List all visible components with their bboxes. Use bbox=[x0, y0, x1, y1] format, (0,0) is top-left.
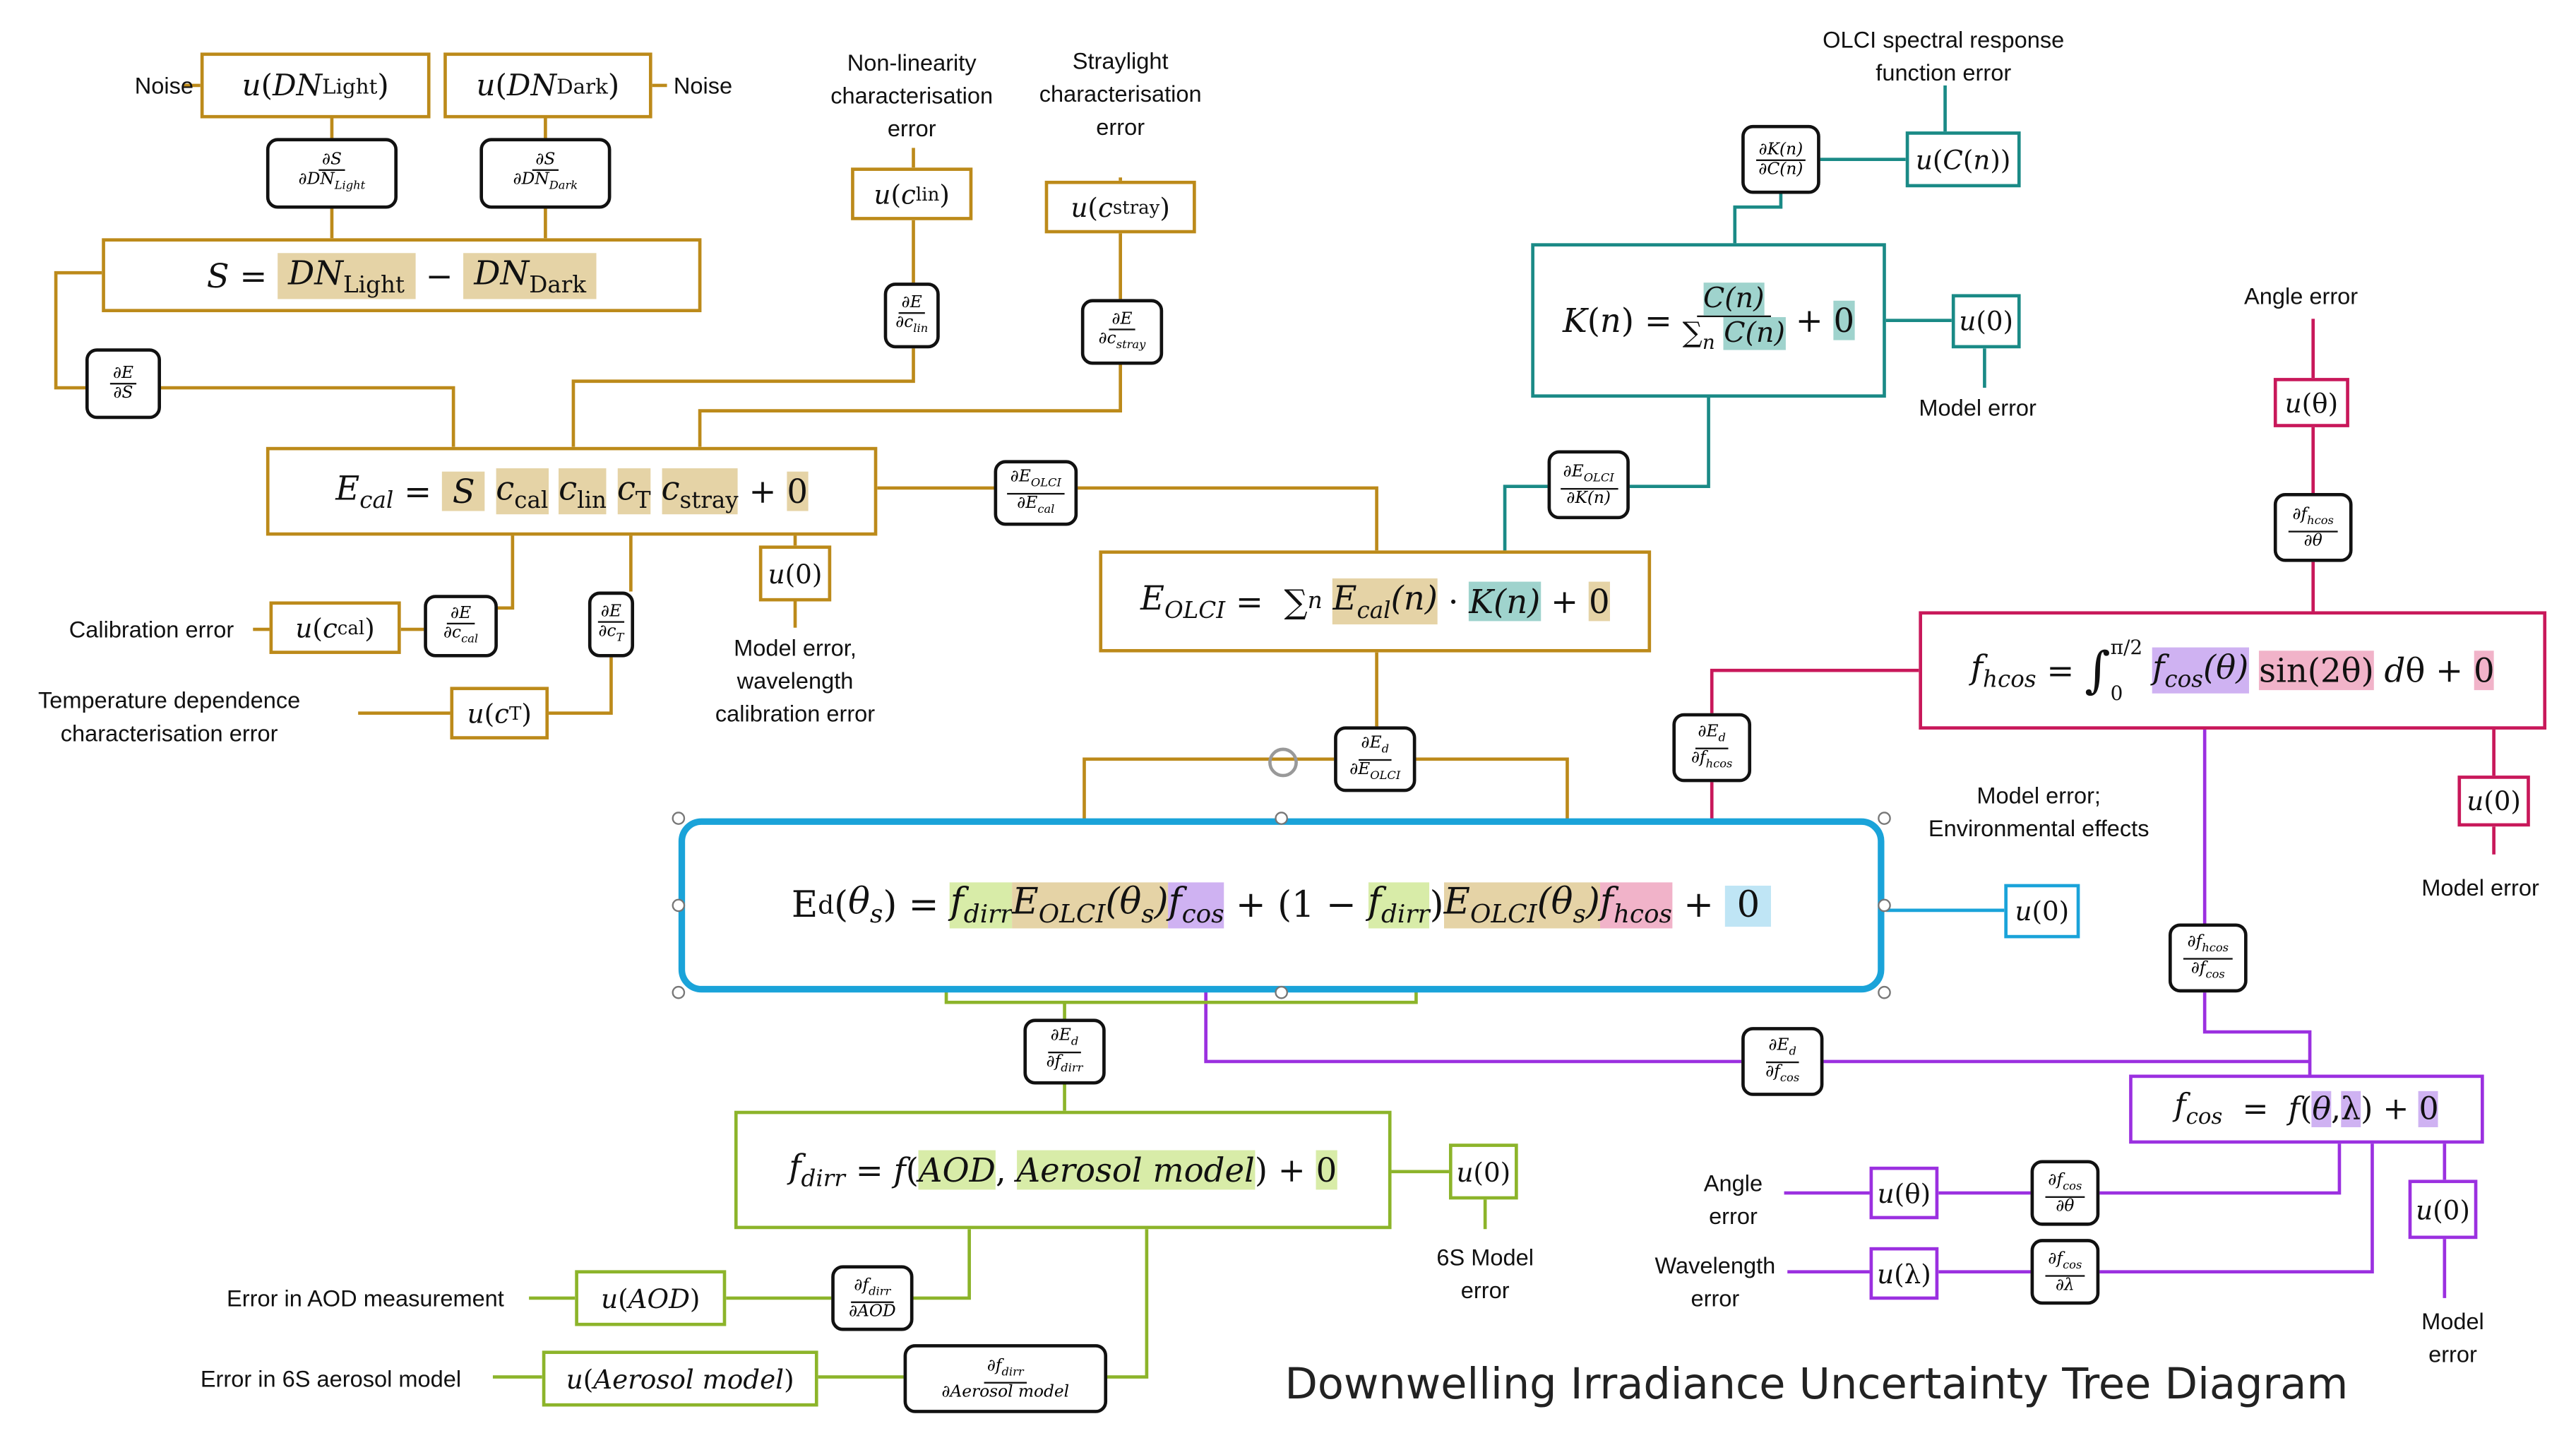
selection-handle[interactable] bbox=[672, 812, 686, 825]
diagram-title: Downwelling Irradiance Uncertainty Tree … bbox=[1284, 1360, 2349, 1410]
u-fdirr-model-box: u(0) bbox=[1448, 1143, 1518, 1200]
dEd-dfhcos-node: ∂Ed∂fhcos bbox=[1672, 713, 1752, 783]
dEd-dfdirr-node: ∂Ed∂fdirr bbox=[1023, 1018, 1106, 1085]
u-ed-model-box: u(0) bbox=[2004, 884, 2080, 939]
selection-handle[interactable] bbox=[1275, 985, 1288, 999]
fcos-model-error-label: Model error bbox=[2409, 1305, 2498, 1370]
u-C-n-box: u(C(n)) bbox=[1905, 131, 2021, 188]
olci-resp-line2: function error bbox=[1876, 59, 2012, 85]
rotate-handle-icon[interactable] bbox=[1268, 747, 1298, 778]
selection-handle[interactable] bbox=[1275, 812, 1288, 825]
u-lambda-box: u(λ) bbox=[1869, 1247, 1939, 1300]
dE-dccal-node: ∂E∂ccal bbox=[424, 595, 498, 658]
s-equation-box: S = DNLight − DNDark bbox=[102, 238, 702, 313]
dfdirr-daod-node: ∂fdirr∂AOD bbox=[831, 1265, 914, 1331]
dEd-dfcos-node: ∂Ed∂fcos bbox=[1741, 1027, 1824, 1096]
fcos-equation-box: fcos = f(θ,λ) + 0 bbox=[2129, 1074, 2484, 1144]
fhcos-model-error-label: Model error bbox=[2421, 874, 2539, 901]
ecal-equation-box: Ecal = S ccal clin cT cstray + 0 bbox=[266, 446, 878, 536]
selection-handle[interactable] bbox=[672, 985, 686, 999]
dE-dS-node: ∂E∂S bbox=[85, 348, 161, 420]
selection-handle[interactable] bbox=[1878, 898, 1891, 913]
olci-resp-line1: OLCI spectral response bbox=[1823, 26, 2065, 53]
dEolci-dEcal-node: ∂EOLCI∂Ecal bbox=[994, 460, 1078, 526]
dEd-dEolci-node: ∂Ed∂EOLCI bbox=[1334, 726, 1417, 792]
straylight-label: Straylight characterisation error bbox=[1028, 44, 1212, 143]
dS-dDNlight-node: ∂S∂DNLight bbox=[266, 138, 398, 209]
u-theta-purple-box: u(θ) bbox=[1869, 1166, 1939, 1220]
stray-line1: Straylight bbox=[1072, 47, 1169, 74]
k-equation-box: K(n) = C(n) ∑n C(n) + 0 bbox=[1531, 243, 1886, 398]
k-model-error-label: Model error bbox=[1919, 394, 2037, 421]
fdirr-equation-box: fdirr = f(AOD, Aerosol model) + 0 bbox=[734, 1110, 1392, 1230]
temp-line1: Temperature dependence bbox=[38, 687, 301, 713]
selection-handle[interactable] bbox=[672, 898, 686, 913]
model-wl-line1: Model error, bbox=[734, 634, 857, 661]
sixs-line2: error bbox=[1460, 1276, 1510, 1303]
model-wavelength-error-label: Model error, wavelength calibration erro… bbox=[696, 631, 893, 730]
dE-dcT-node: ∂E∂cT bbox=[588, 591, 635, 658]
stray-line2: characterisation bbox=[1039, 80, 1202, 107]
u-aerosol-model-box: u(Aerosol model) bbox=[542, 1350, 818, 1407]
sixs-model-error-label: 6S Model error bbox=[1423, 1241, 1548, 1307]
dfcos-dlambda-node: ∂fcos∂λ bbox=[2030, 1239, 2100, 1305]
u-fcos-model-box: u(0) bbox=[2408, 1179, 2478, 1240]
dK-dC-node: ∂K(n)∂C(n) bbox=[1741, 124, 1820, 194]
u-ecal-model-box: u(0) bbox=[758, 545, 832, 602]
eolci-equation-box: EOLCI = ∑n Ecal(n) · K(n) + 0 bbox=[1099, 550, 1652, 653]
dE-dclin-node: ∂E∂clin bbox=[883, 283, 940, 349]
noise-label-right: Noise bbox=[673, 72, 733, 99]
stray-line3: error bbox=[1096, 113, 1145, 140]
dfhcos-dfcos-node: ∂fhcos∂fcos bbox=[2168, 923, 2248, 993]
wavelength-line1: Wavelength bbox=[1654, 1252, 1776, 1279]
calibration-error-label: Calibration error bbox=[68, 616, 234, 643]
temperature-dependence-label: Temperature dependence characterisation … bbox=[20, 684, 318, 749]
olci-spectral-response-label: OLCI spectral response function error bbox=[1803, 23, 2083, 89]
angle-error-top-label: Angle error bbox=[2243, 283, 2359, 309]
model-wl-line3: calibration error bbox=[715, 700, 876, 727]
fcos-model-line2: error bbox=[2428, 1341, 2477, 1367]
u-theta-pink-box: u(θ) bbox=[2273, 378, 2349, 427]
wavelength-line2: error bbox=[1690, 1285, 1740, 1312]
temp-line2: characterisation error bbox=[60, 720, 278, 747]
nonlin-line3: error bbox=[887, 114, 936, 142]
angle-line2: error bbox=[1709, 1202, 1758, 1230]
model-environment-label: Model error; Environmental effects bbox=[1912, 779, 2165, 845]
wavelength-error-label: Wavelength error bbox=[1643, 1249, 1788, 1314]
aerosol-model-error-label: Error in 6S aerosol model bbox=[200, 1365, 462, 1392]
dfhcos-dtheta-node: ∂fhcos∂θ bbox=[2273, 492, 2353, 562]
nonlin-line2: characterisation bbox=[830, 82, 994, 109]
noise-label-left: Noise bbox=[134, 72, 194, 99]
nonlin-line1: Non-linearity bbox=[847, 49, 977, 76]
dE-dcstray-node: ∂E∂cstray bbox=[1080, 299, 1164, 365]
model-env-line2: Environmental effects bbox=[1928, 814, 2149, 842]
model-wl-line2: wavelength bbox=[737, 667, 854, 694]
dS-dDNdark-node: ∂S∂DNDark bbox=[479, 138, 612, 209]
aod-error-label: Error in AOD measurement bbox=[227, 1285, 504, 1312]
sixs-line1: 6S Model bbox=[1436, 1244, 1534, 1271]
model-env-line1: Model error; bbox=[1976, 782, 2101, 809]
nonlinearity-label: Non-linearity characterisation error bbox=[821, 46, 1002, 145]
angle-error-label: Angle error bbox=[1689, 1167, 1778, 1232]
u-fhcos-model-box: u(0) bbox=[2457, 776, 2530, 827]
dfdirr-daerosol-node: ∂fdirr∂Aerosol model bbox=[903, 1344, 1108, 1413]
u-k-model-box: u(0) bbox=[1951, 294, 2021, 349]
u-aod-box: u(AOD) bbox=[575, 1270, 727, 1326]
fcos-model-line1: Model bbox=[2421, 1307, 2484, 1335]
dEolci-dK-node: ∂EOLCI∂K(n) bbox=[1547, 450, 1630, 520]
dfcos-dtheta-node: ∂fcos∂θ bbox=[2030, 1160, 2100, 1226]
selection-handle[interactable] bbox=[1878, 812, 1891, 825]
angle-line1: Angle bbox=[1703, 1170, 1763, 1196]
selection-handle[interactable] bbox=[1878, 985, 1891, 999]
